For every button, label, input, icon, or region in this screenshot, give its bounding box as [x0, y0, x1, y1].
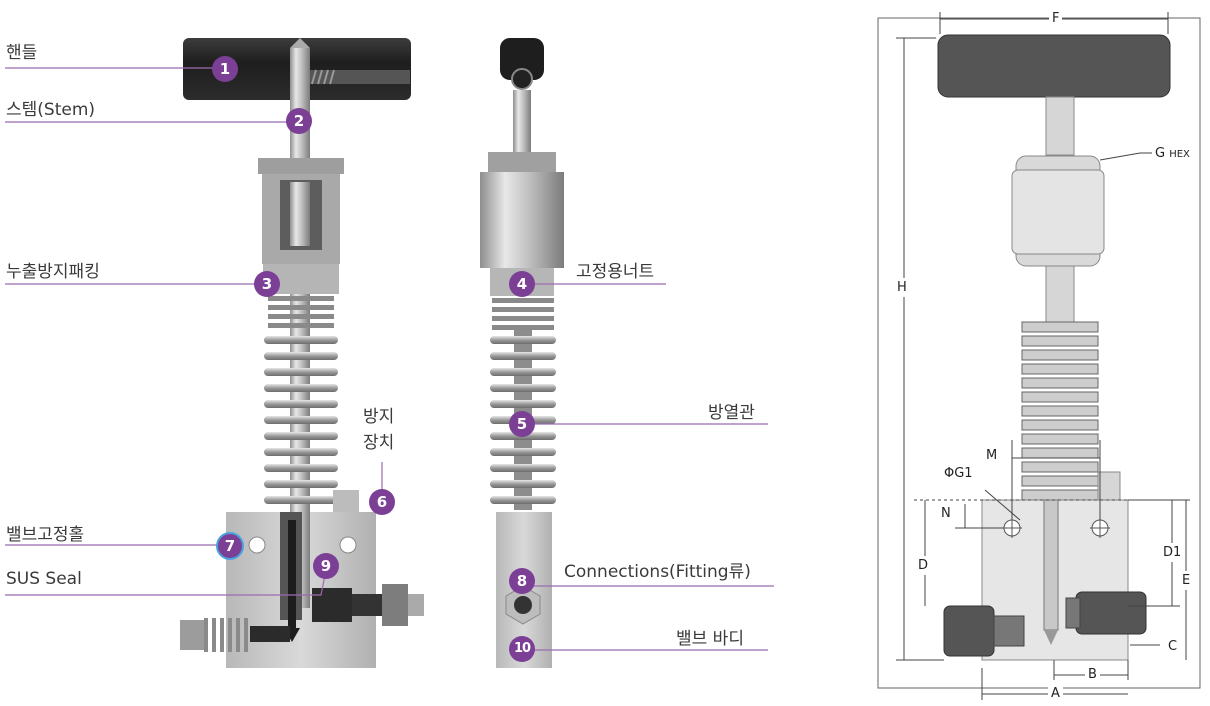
dim-label-d1: D1 [1163, 543, 1182, 562]
dim-label-g: G [1155, 146, 1166, 161]
dim-label-e: E [1182, 571, 1191, 590]
dim-label-b: B [1085, 667, 1100, 682]
callout-badge-3: 3 [254, 271, 280, 297]
callout-badge-8: 8 [509, 568, 535, 594]
dim-label-a: A [1048, 686, 1063, 701]
dim-label-d: D [918, 556, 929, 575]
callout-label-mount-hole: 밸브고정홀 [6, 525, 85, 545]
cutaway-valve [180, 38, 424, 668]
callout-label-anti-device-line2: 장치 [363, 433, 395, 453]
dim-label-hex: HEX [1169, 149, 1190, 160]
dimension-drawing [877, 12, 1201, 700]
callout-label-connections: Connections(Fitting류) [564, 562, 751, 582]
dim-label-n: N [941, 506, 951, 521]
callout-label-lock-nut: 고정용너트 [576, 262, 655, 282]
dim-label-m: M [986, 448, 998, 463]
callout-badge-1: 1 [212, 56, 238, 82]
leader-lines [5, 67, 774, 651]
dim-label-g1: ΦG1 [944, 466, 973, 481]
dim-label-c: C [1168, 639, 1178, 654]
callout-label-cooling-fins: 방열관 [708, 403, 755, 423]
callout-label-valve-body: 밸브 바디 [676, 629, 744, 649]
callout-label-stem: 스템(Stem) [6, 100, 96, 120]
dim-label-f: F [1049, 11, 1063, 26]
dim-label-h: H [897, 278, 907, 297]
dim-label-g-hex: G HEX [1155, 146, 1190, 161]
callout-badge-7: 7 [216, 532, 244, 560]
callout-badge-5: 5 [509, 411, 535, 437]
callout-badge-2: 2 [286, 108, 312, 134]
callout-label-packing: 누출방지패킹 [6, 262, 100, 282]
callout-label-sus-seal: SUS Seal [6, 569, 82, 589]
callout-badge-9: 9 [313, 553, 339, 579]
callout-badge-6: 6 [369, 489, 395, 515]
callout-label-handle: 핸들 [6, 43, 38, 63]
callout-badge-10: 10 [509, 636, 535, 662]
callout-label-anti-device-line1: 방지 [363, 407, 395, 427]
callout-badge-4: 4 [509, 271, 535, 297]
